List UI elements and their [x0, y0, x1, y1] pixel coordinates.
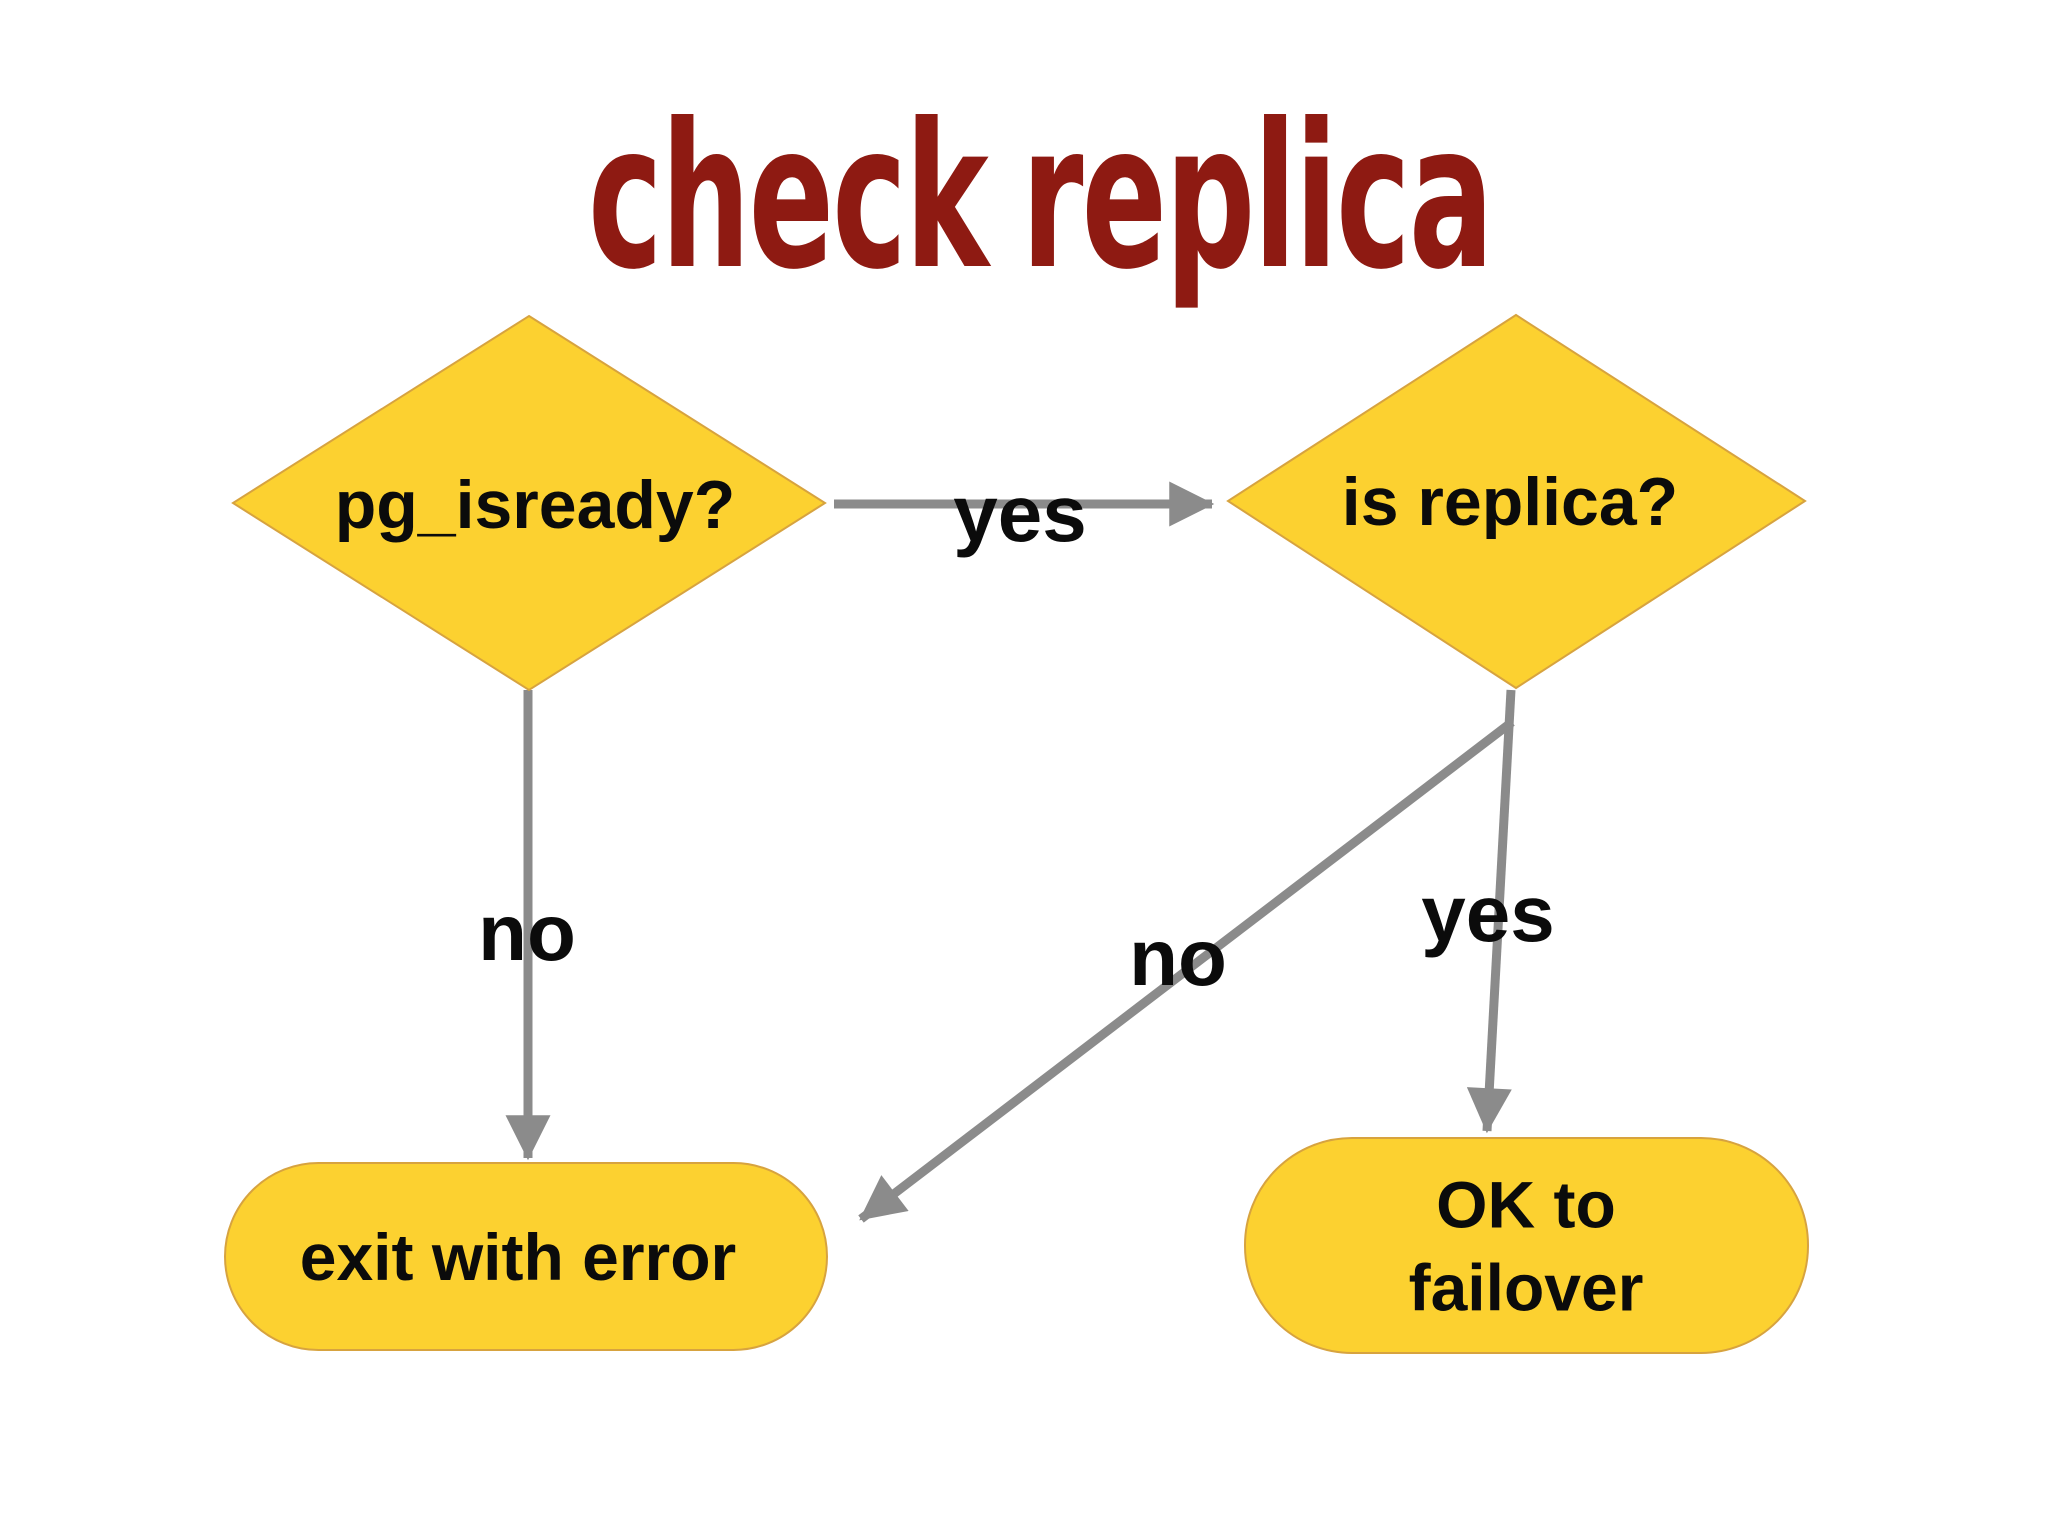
decision-label-is-replica: is replica? [1341, 464, 1679, 540]
edge-label-yes-horizontal: yes [953, 469, 1087, 558]
terminal-label-exit-error: exit with error [299, 1220, 737, 1294]
decision-diamond-is-replica [1226, 313, 1807, 690]
edge-yes-isreplica-to-failover [1466, 689, 1516, 1134]
decision-diamond-pg-isready [231, 314, 827, 692]
edge-label-no-diagonal: no [1129, 913, 1227, 1002]
edge-label-no-left: no [478, 888, 576, 977]
edge-label-yes-right: yes [1421, 869, 1555, 958]
terminal-pill-exit-error [224, 1162, 828, 1351]
terminal-label-ok-failover: OK to failover [1408, 1167, 1644, 1325]
decision-label-pg-isready: pg_isready? [334, 467, 736, 543]
diagram-title: check replica [588, 81, 1494, 314]
edge-no-isreplica-to-exit [858, 718, 1515, 1223]
terminal-pill-ok-failover [1244, 1137, 1809, 1354]
